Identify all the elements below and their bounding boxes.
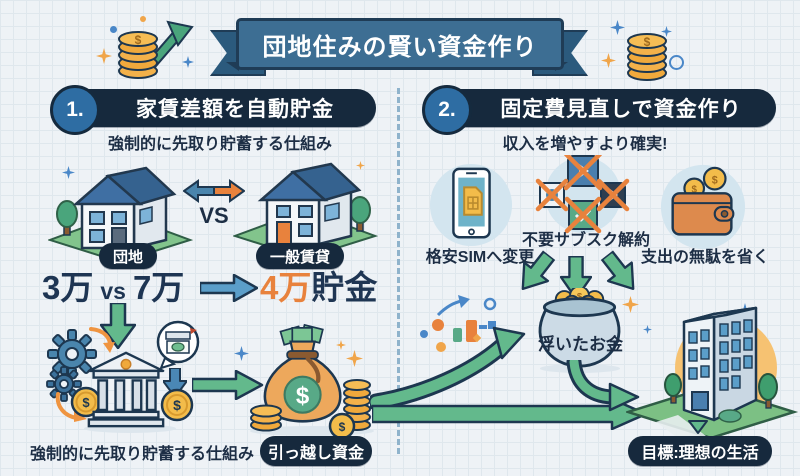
- ideal-life-building-icon: [623, 288, 800, 447]
- pot-label: 浮いたお金: [538, 335, 623, 354]
- cycle-arrow-icon: [88, 326, 116, 359]
- goal-badge: 目標:理想の生活: [628, 436, 772, 466]
- sparkle-icon: [669, 55, 684, 70]
- vs-label: VS: [199, 203, 229, 228]
- sparkle-icon: [140, 16, 146, 22]
- danchi-label-pill: 団地: [99, 243, 157, 269]
- section2-number: 2.: [438, 98, 456, 121]
- dollar-glyph: $: [339, 420, 346, 434]
- bank-icon: [86, 350, 166, 433]
- growth-arrow-icon: [367, 326, 528, 415]
- sim-phone-icon: [428, 162, 514, 253]
- wallet-icon: $ $: [658, 162, 748, 257]
- section2-number-badge: 2.: [422, 85, 472, 135]
- savings-result: 4万 貯金: [260, 261, 377, 309]
- bank-shadow: [84, 424, 176, 433]
- rent-right-value: 7万: [132, 269, 185, 306]
- dollar-glyph: $: [135, 33, 142, 47]
- right-arrow-icon: [190, 369, 264, 405]
- ribbon-fold: [226, 62, 239, 71]
- section2-heading-pill: 固定費見直しで資金作り: [436, 89, 776, 127]
- coin-icon: $: [160, 388, 194, 427]
- down-arrow-icon: [99, 301, 137, 354]
- dollar-glyph: $: [712, 175, 718, 187]
- sparkle-icon: [661, 26, 672, 37]
- sim-label: 格安SIMへ変更: [425, 249, 535, 266]
- coins-growth-icon: $: [116, 20, 196, 85]
- wallet-label: 支出の無駄を省く: [640, 249, 769, 266]
- saving-amount: 4万: [260, 269, 312, 306]
- section1-subtitle: 強制的に先取り貯蓄する仕組み: [107, 136, 332, 153]
- page-title: 団地住みの賢い資金作り: [262, 33, 538, 61]
- sparkle-icon: [601, 53, 616, 68]
- coin-icon: $: [70, 386, 102, 423]
- section1-number-badge: 1.: [50, 85, 100, 135]
- bag-shadow: [250, 426, 374, 436]
- section-divider: [397, 88, 400, 454]
- sparkle-icon: [643, 325, 652, 334]
- down-arrow-icon: [506, 245, 561, 303]
- dollar-glyph: $: [577, 292, 583, 303]
- goal-label: 目標:理想の生活: [641, 445, 759, 462]
- section1-number: 1.: [66, 98, 84, 121]
- sparkle-icon: [110, 26, 117, 33]
- sparkle-icon: [234, 346, 249, 361]
- rental-label-pill: 一般賃貸: [256, 243, 344, 269]
- rental-label: 一般賃貸: [269, 248, 330, 266]
- sparkle-icon: [346, 350, 363, 367]
- deposit-bubble-icon: [152, 320, 202, 377]
- rent-comparison: 3万 vs 7万: [42, 261, 184, 309]
- sparkle-icon: [356, 161, 365, 170]
- section1-heading-pill: 家賃差額を自動貯金: [64, 89, 376, 127]
- compare-arrow-icon: [182, 178, 246, 209]
- sparkle-icon: [96, 48, 112, 64]
- moving-fund-label: 引っ越し資金: [267, 445, 364, 462]
- growth-chart-decoration: [398, 293, 498, 364]
- moving-fund-badge: 引っ越し資金: [260, 436, 372, 466]
- dollar-glyph: $: [173, 397, 181, 413]
- money-bag-icon: $: [258, 316, 348, 439]
- subscriptions-label: 不要サブスク解約: [522, 232, 651, 249]
- dollar-glyph: $: [296, 382, 310, 409]
- gear-icon: [46, 328, 98, 385]
- goal-pointer-icon: [688, 420, 708, 439]
- rent-left-value: 3万: [42, 269, 94, 306]
- section2-subtitle: 収入を増やすより確実!: [502, 136, 668, 153]
- curved-arrow-icon: [560, 354, 644, 421]
- down-arrow-icon: [594, 245, 649, 303]
- sparkle-icon: [336, 340, 346, 350]
- cancel-subscriptions-icon: [533, 151, 633, 242]
- result-arrow-icon: [198, 273, 259, 307]
- rent-vs: vs: [100, 278, 126, 304]
- mechanism-caption: 強制的に先取り貯蓄する仕組み: [30, 446, 255, 463]
- banner: 団地住みの賢い資金作り: [236, 18, 564, 70]
- dollar-glyph: $: [691, 184, 697, 195]
- coin-stack-icon: [342, 374, 372, 437]
- danchi-label: 団地: [112, 248, 143, 266]
- coins-stack-icon: $: [622, 26, 674, 87]
- coin-stack-icon: [248, 398, 284, 437]
- down-arrow-small-icon: [162, 367, 188, 403]
- saving-word: 貯金: [311, 269, 378, 306]
- section1-heading: 家賃差額を自動貯金: [136, 98, 334, 121]
- dollar-glyph: $: [82, 395, 90, 410]
- dollar-glyph: $: [644, 35, 651, 49]
- section2-heading: 固定費見直しで資金作り: [500, 98, 742, 121]
